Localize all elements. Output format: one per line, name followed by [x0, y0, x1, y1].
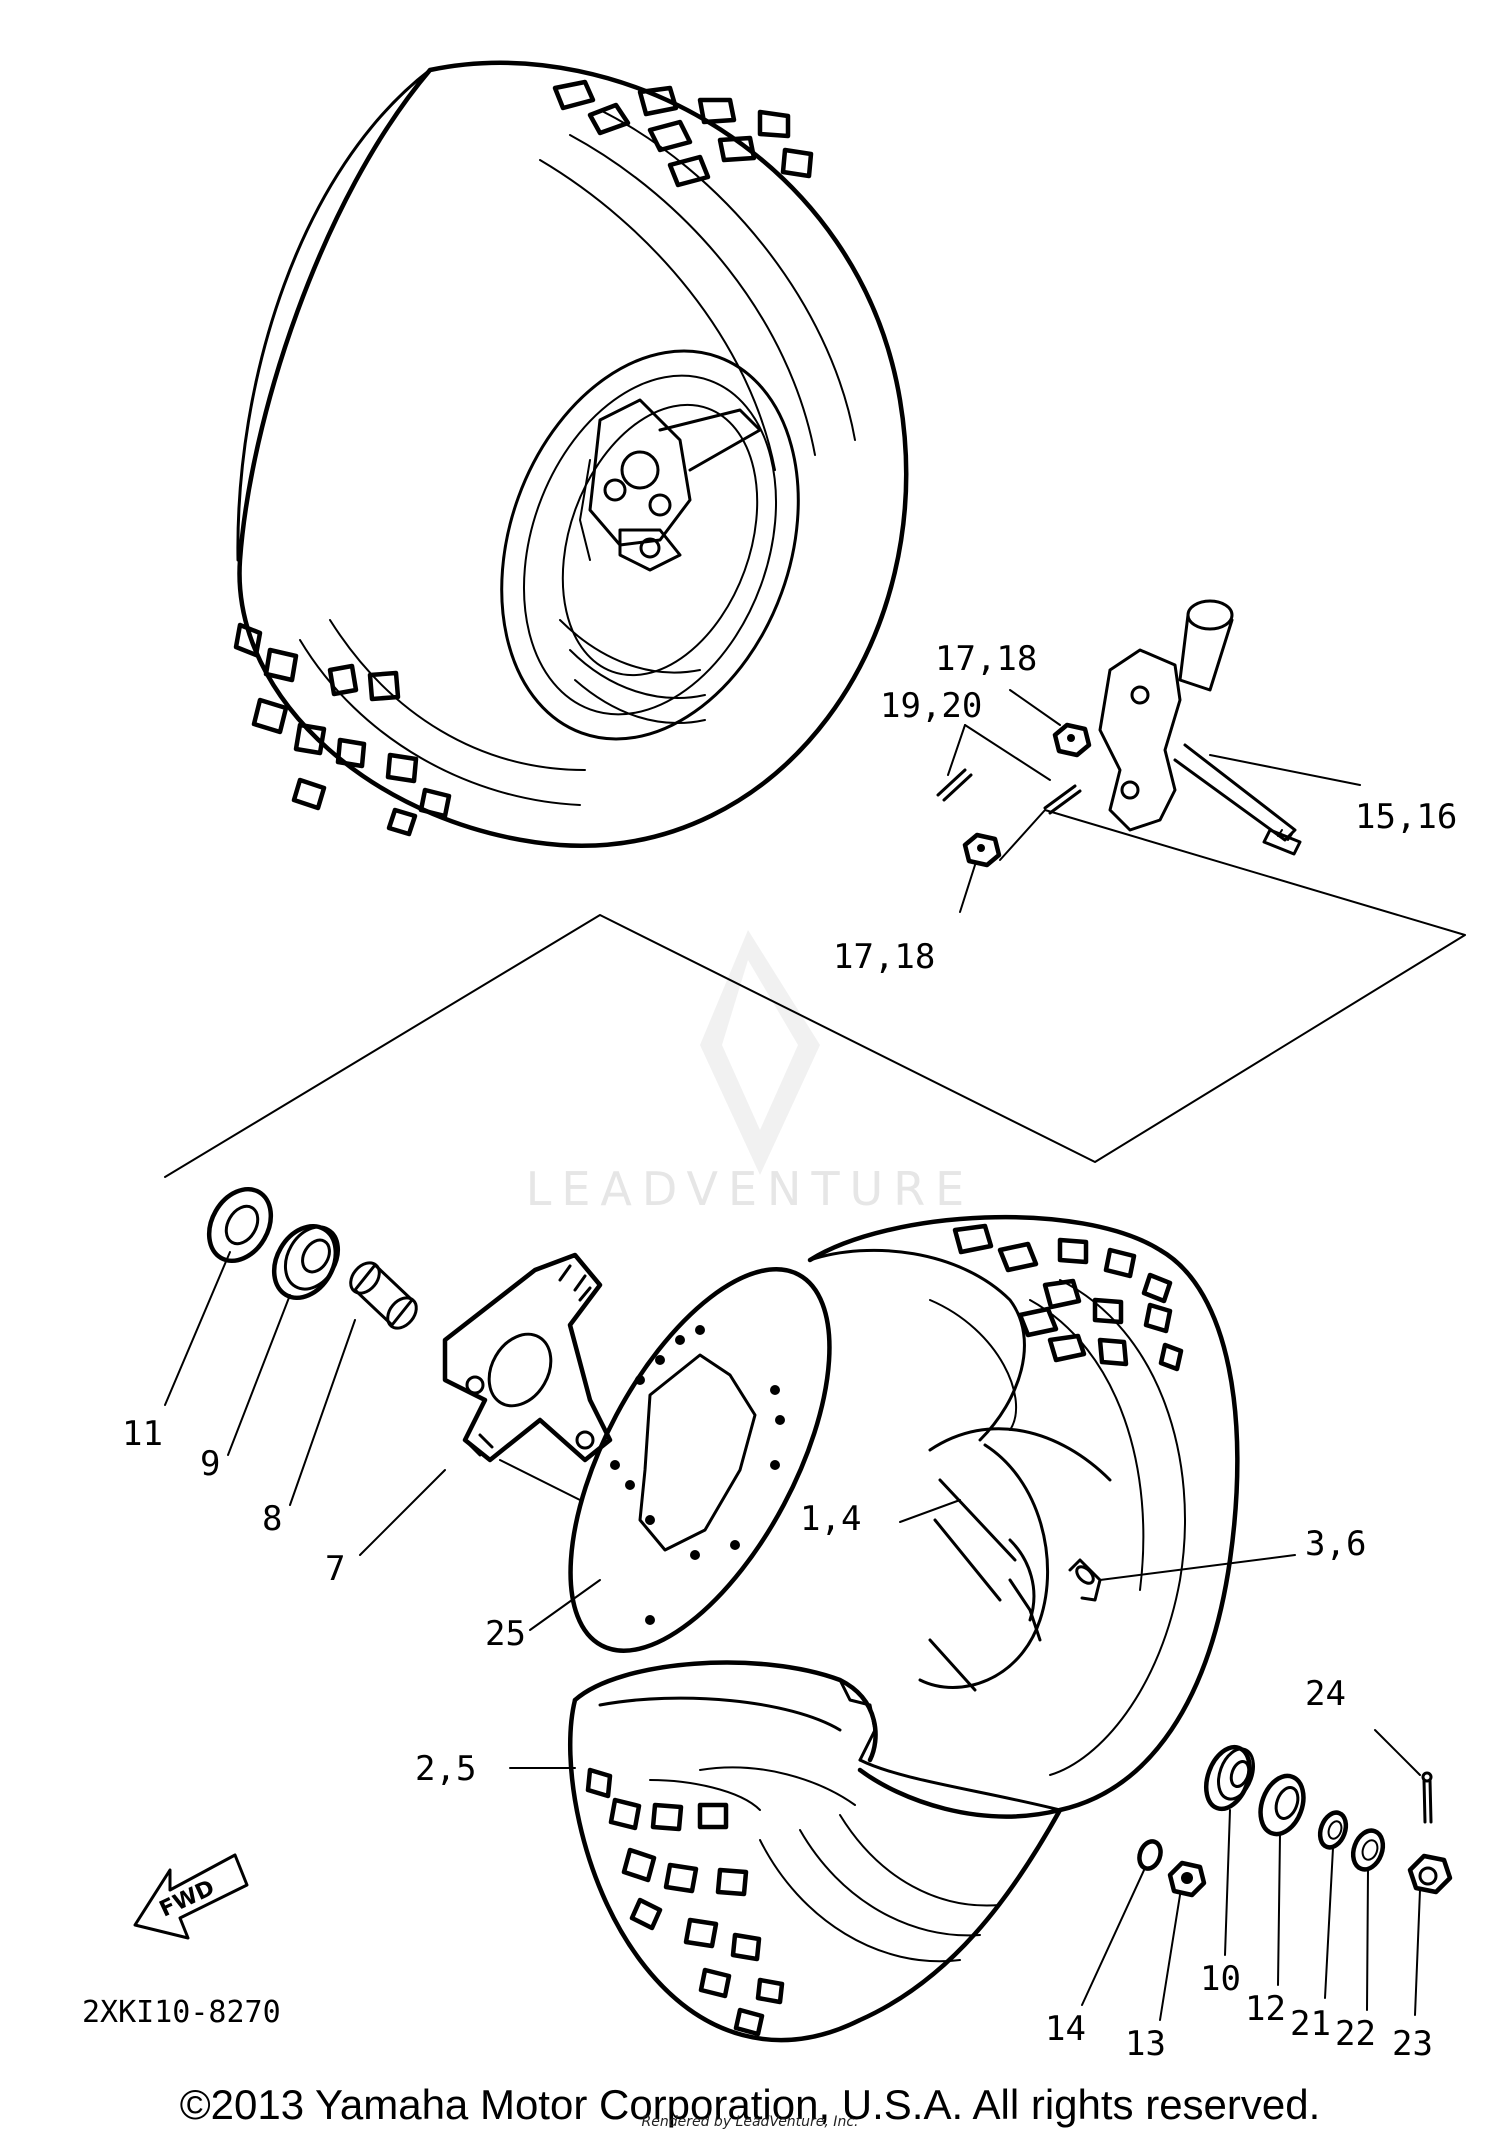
spacer [349, 1261, 418, 1330]
label-2-5: 2,5 [415, 1749, 476, 1789]
brake-disc [568, 1267, 832, 1653]
label-7: 7 [325, 1549, 345, 1589]
top-wheel-assembly [233, 60, 909, 848]
label-17-18-bottom: 17,18 [833, 937, 935, 977]
label-13: 13 [1125, 2024, 1166, 2064]
bearing-10 [1204, 1744, 1255, 1812]
label-17-18-top: 17,18 [935, 639, 1037, 679]
label-8: 8 [262, 1499, 282, 1539]
nut-13 [1167, 1860, 1207, 1898]
label-21: 21 [1290, 2004, 1331, 2044]
steering-knuckle [1098, 599, 1302, 856]
label-9: 9 [200, 1444, 220, 1484]
watermark-text: LEADVENTURE [526, 1162, 975, 1216]
label-10: 10 [1200, 1959, 1241, 1999]
valve-stem [1068, 1558, 1102, 1602]
label-19-20: 19,20 [880, 686, 982, 726]
axle-nut-23 [1407, 1853, 1453, 1895]
diagram-code: 2XKI10-8270 [82, 1995, 281, 2030]
label-23: 23 [1392, 2024, 1433, 2064]
label-22: 22 [1335, 2014, 1376, 2054]
rendered-by-credit: Rendered by LeadVenture, Inc. [641, 2114, 859, 2130]
bearing [271, 1223, 341, 1301]
label-11: 11 [122, 1414, 163, 1454]
cotter-pin-24 [1421, 1771, 1433, 1824]
cotter-pins [936, 768, 1082, 815]
part-labels: 17,18 19,20 15,16 17,18 11 9 8 7 1,4 3,6… [122, 639, 1457, 2064]
forward-arrow-icon: FWD [133, 1853, 249, 1940]
label-25: 25 [485, 1614, 526, 1654]
copyright-notice: ©2013 Yamaha Motor Corporation, U.S.A. A… [179, 2081, 1321, 2128]
rim-outer-half [807, 1214, 1240, 1819]
assembly-outline [164, 809, 1466, 1178]
label-12: 12 [1245, 1989, 1286, 2029]
washer-21 [1317, 1810, 1349, 1850]
washer-22 [1350, 1828, 1386, 1872]
label-24: 24 [1305, 1674, 1346, 1714]
leader-lines [164, 689, 1421, 2021]
wheel-hub [442, 1252, 613, 1501]
washer-14 [1137, 1839, 1163, 1871]
leadventure-watermark: LEADVENTURE [526, 930, 975, 1216]
label-1-4: 1,4 [800, 1499, 861, 1539]
rim-inner-half [568, 1660, 1063, 2043]
label-14: 14 [1045, 2009, 1086, 2049]
castle-nuts [962, 722, 1092, 868]
label-3-6: 3,6 [1305, 1524, 1366, 1564]
label-15-16: 15,16 [1355, 797, 1457, 837]
oil-seal [206, 1186, 274, 1264]
seal-12 [1258, 1773, 1306, 1837]
